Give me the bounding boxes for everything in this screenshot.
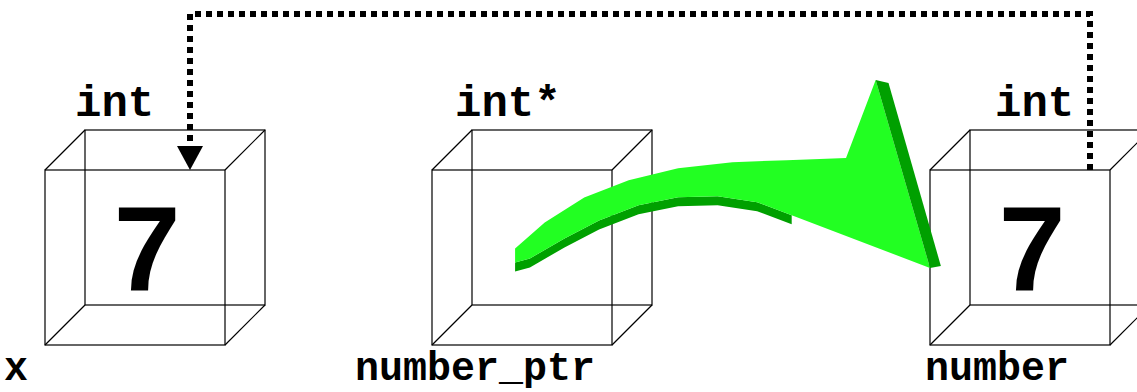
arrow-head: [177, 146, 203, 170]
cube-edge: [930, 130, 970, 170]
variable-value: 7: [114, 188, 181, 308]
variable-box: int*number_ptr: [432, 170, 612, 345]
variable-box: int7x: [45, 170, 225, 345]
dotted-line: [190, 14, 1090, 170]
type-label: int*: [455, 82, 561, 126]
cube-edge: [432, 130, 472, 170]
arrow-head-side: [876, 80, 941, 268]
cube-edge: [930, 305, 970, 345]
cube-wireframe: [930, 130, 1137, 345]
variable-value: 7: [999, 188, 1066, 308]
type-label: int: [75, 82, 154, 126]
cube-edge: [45, 305, 85, 345]
cube-wireframe: [45, 130, 265, 345]
variable-name: number: [925, 350, 1069, 390]
cube-edge: [612, 130, 652, 170]
variable-name: number_ptr: [355, 350, 595, 390]
arrow-body: [515, 80, 930, 268]
variable-box: int7number: [930, 170, 1110, 345]
cube-edge: [1110, 130, 1137, 170]
cube-front-face: [45, 170, 225, 345]
cube-edge: [225, 305, 265, 345]
type-label: int: [995, 82, 1074, 126]
cube-edge: [45, 130, 85, 170]
value-copy-arrow: [177, 14, 1090, 170]
variable-name: x: [4, 350, 28, 390]
cube-edge: [612, 305, 652, 345]
cube-edge: [1110, 305, 1137, 345]
cube-edge: [225, 130, 265, 170]
cube-edge: [432, 305, 472, 345]
pointer-arrow: [515, 80, 941, 271]
cube-front-face: [930, 170, 1110, 345]
